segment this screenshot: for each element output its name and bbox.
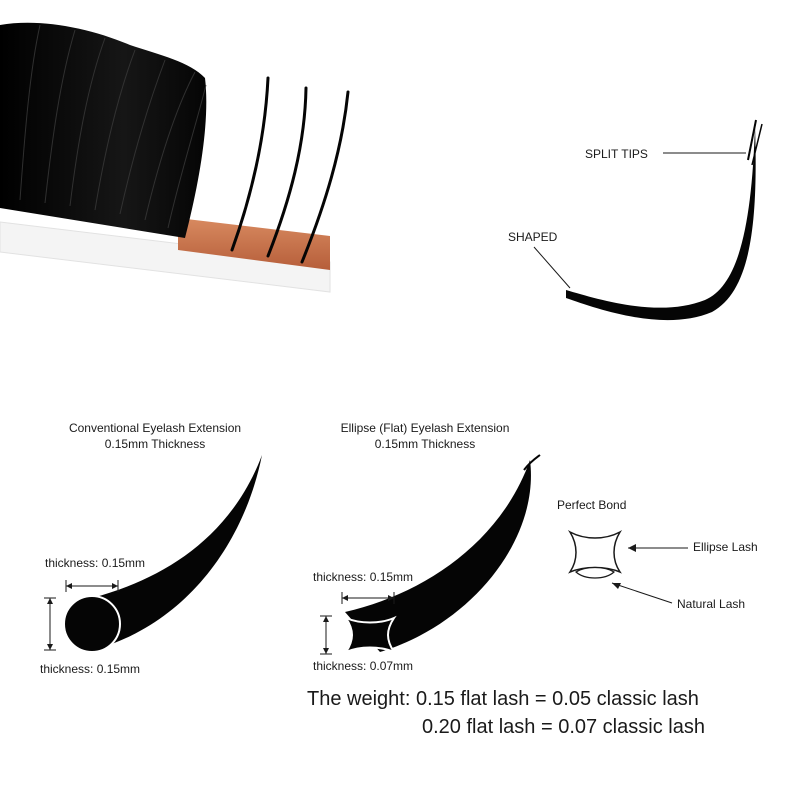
split-tip-lash xyxy=(533,119,763,321)
natural-lash-label: Natural Lash xyxy=(677,597,746,611)
single-lash-1 xyxy=(230,76,270,252)
ellipse-lash-label: Ellipse Lash xyxy=(693,540,758,554)
round-cross-section xyxy=(63,595,121,653)
conventional-title: Conventional Eyelash Extension xyxy=(68,421,242,435)
split-tips-label: SPLIT TIPS xyxy=(585,147,648,161)
split-tip-lash-body xyxy=(566,125,756,321)
conventional-lash-diagram xyxy=(44,455,262,653)
conventional-lash-shape xyxy=(92,455,262,648)
conventional-caption: Conventional Eyelash Extension 0.15mm Th… xyxy=(55,420,255,452)
natural-lash-outline xyxy=(575,566,615,579)
perfect-bond-diagram xyxy=(567,530,688,604)
single-lash-3 xyxy=(300,90,350,264)
conventional-subtitle: 0.15mm Thickness xyxy=(104,437,206,451)
ellipse-title: Ellipse (Flat) Eyelash Extension xyxy=(340,421,510,435)
ellipse-lash-diagram xyxy=(320,454,541,655)
lash-row xyxy=(0,22,207,239)
weight-line-1: The weight: 0.15 flat lash = 0.05 classi… xyxy=(307,688,699,710)
weight-line-2: 0.20 flat lash = 0.07 classic lash xyxy=(422,716,705,738)
ellipse-height-label: thickness: 0.07mm xyxy=(313,659,414,673)
ellipse-subtitle: 0.15mm Thickness xyxy=(374,437,476,451)
ellipse-caption: Ellipse (Flat) Eyelash Extension 0.15mm … xyxy=(320,420,530,452)
ellipse-lash-shape xyxy=(345,460,531,652)
adhesive-strip xyxy=(178,218,330,270)
ellipse-width-label: thickness: 0.15mm xyxy=(313,570,414,584)
shaped-leader xyxy=(533,246,571,289)
lash-tray-photo xyxy=(0,22,350,293)
conventional-height-label: thickness: 0.15mm xyxy=(40,662,141,676)
single-lash-2 xyxy=(266,86,308,258)
flat-cross-section xyxy=(343,615,397,655)
shaped-label: SHAPED xyxy=(508,230,558,244)
perfect-bond-title: Perfect Bond xyxy=(557,498,627,512)
ellipse-lash-outline xyxy=(567,530,623,574)
conventional-width-label: thickness: 0.15mm xyxy=(45,556,146,570)
